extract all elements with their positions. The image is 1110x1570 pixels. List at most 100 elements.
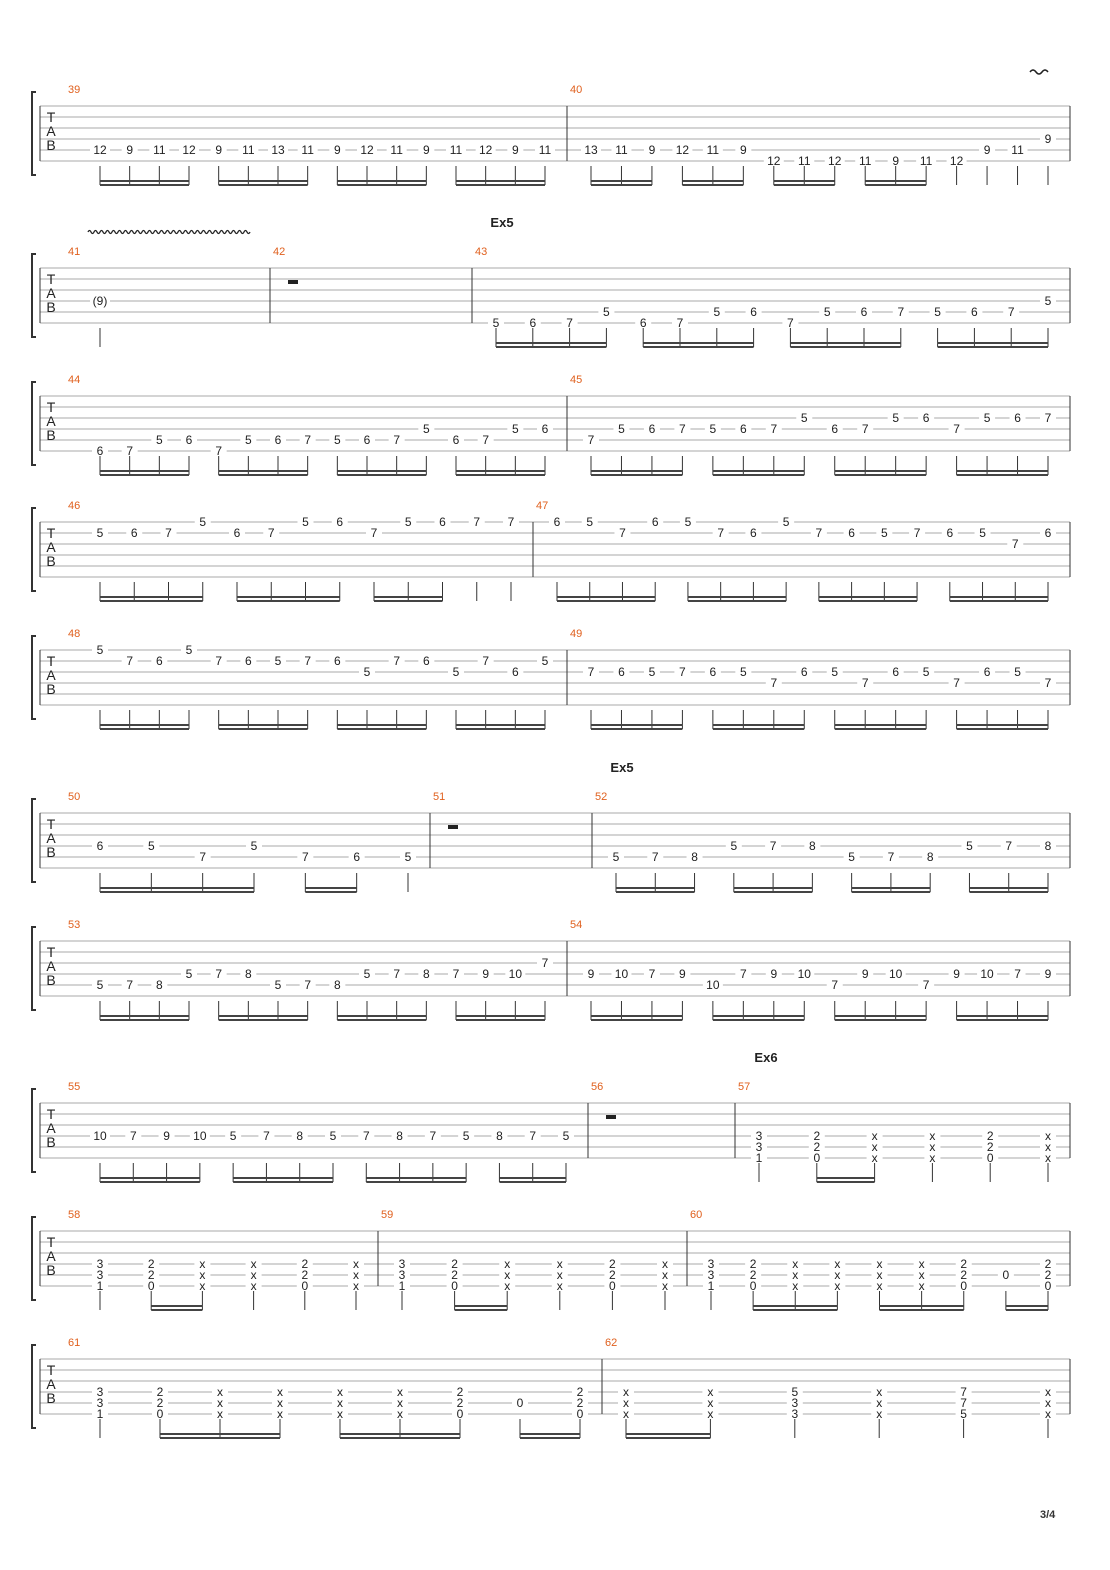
fret-bg bbox=[297, 144, 318, 155]
fret-bg bbox=[808, 1130, 825, 1141]
fret-bg bbox=[245, 1269, 262, 1280]
fret-bg bbox=[1040, 1408, 1056, 1419]
fret-number: x bbox=[877, 1279, 883, 1293]
fret-number: 6 bbox=[861, 305, 868, 319]
measure-number: 44 bbox=[68, 374, 80, 386]
fret-number: 2 bbox=[451, 1268, 458, 1282]
fret-number: 7 bbox=[923, 978, 930, 992]
fret-bg bbox=[392, 1397, 408, 1408]
fret-number: 10 bbox=[889, 967, 903, 981]
fret-number: 12 bbox=[676, 143, 690, 157]
fret-bg bbox=[1040, 1152, 1056, 1163]
tab-clef-letter: B bbox=[46, 1262, 55, 1278]
fret-number: 5 bbox=[685, 515, 692, 529]
fret-bg bbox=[299, 979, 316, 990]
fret-bg bbox=[909, 527, 926, 538]
fret-bg bbox=[1003, 306, 1020, 317]
fret-number: 7 bbox=[304, 978, 311, 992]
fret-bg bbox=[92, 445, 108, 456]
fret-bg bbox=[955, 1397, 972, 1408]
fret-bg bbox=[488, 317, 504, 328]
fret-number: x bbox=[251, 1257, 257, 1271]
section-marker: Ex5 bbox=[610, 760, 633, 775]
fret-bg bbox=[348, 1269, 364, 1280]
fret-number: 5 bbox=[613, 850, 620, 864]
fret-number: 7 bbox=[897, 305, 904, 319]
fret-number: x bbox=[353, 1257, 359, 1271]
tab-system: TAB61331220xxxxxxxxxxxx220022062xxxxxx53… bbox=[31, 1337, 1071, 1439]
tab-clef-letter: T bbox=[47, 816, 56, 832]
fret-bg bbox=[551, 1258, 568, 1269]
fret-bg bbox=[452, 1386, 468, 1397]
fret-number: 6 bbox=[710, 665, 717, 679]
fret-bg bbox=[826, 979, 843, 990]
fret-bg bbox=[672, 144, 693, 155]
fret-bg bbox=[871, 1258, 888, 1269]
fret-bg bbox=[745, 527, 762, 538]
fret-number: 9 bbox=[862, 967, 869, 981]
system-bracket bbox=[31, 1344, 36, 1429]
fret-bg bbox=[194, 1280, 211, 1291]
fret-number: 7 bbox=[126, 978, 133, 992]
fret-bg bbox=[524, 317, 541, 328]
fret-number: x bbox=[1045, 1385, 1051, 1399]
fret-bg bbox=[916, 155, 937, 166]
fret-number: 8 bbox=[927, 850, 934, 864]
fret-number: 5 bbox=[824, 305, 831, 319]
fret-number: 6 bbox=[971, 305, 978, 319]
fret-bg bbox=[121, 655, 138, 666]
fret-bg bbox=[966, 306, 983, 317]
fret-number: 11 bbox=[859, 154, 872, 168]
fret-number: x bbox=[1045, 1129, 1051, 1143]
fret-bg bbox=[388, 968, 405, 979]
measure-number: 48 bbox=[68, 628, 80, 640]
fret-bg bbox=[643, 666, 660, 677]
fret-number: 11 bbox=[920, 154, 933, 168]
fret-number: 6 bbox=[542, 422, 549, 436]
fret-bg bbox=[765, 423, 782, 434]
fret-bg bbox=[331, 516, 348, 527]
fret-number: 9 bbox=[770, 967, 777, 981]
fret-number: x bbox=[834, 1268, 840, 1282]
fret-bg bbox=[887, 412, 904, 423]
fret-number: 7 bbox=[1005, 839, 1012, 853]
fret-bg bbox=[961, 840, 978, 851]
fret-number: 6 bbox=[423, 654, 430, 668]
fret-number: 6 bbox=[334, 654, 341, 668]
fret-number: 5 bbox=[801, 411, 808, 425]
fret-bg bbox=[782, 317, 799, 328]
fret-bg bbox=[468, 516, 485, 527]
fret-bg bbox=[948, 677, 965, 688]
fret-number: (9) bbox=[93, 294, 108, 308]
fret-bg bbox=[272, 1408, 288, 1419]
fret-number: 6 bbox=[156, 654, 163, 668]
fret-number: 7 bbox=[371, 526, 378, 540]
fret-bg bbox=[819, 306, 836, 317]
fret-bg bbox=[796, 666, 813, 677]
fret-bg bbox=[611, 144, 632, 155]
fret-bg bbox=[446, 1258, 463, 1269]
fret-number: x bbox=[397, 1396, 403, 1410]
fret-bg bbox=[979, 144, 996, 155]
fret-bg bbox=[92, 840, 108, 851]
fret-bg bbox=[765, 968, 782, 979]
fret-bg bbox=[359, 666, 375, 677]
fret-number: 5 bbox=[563, 1129, 570, 1143]
tab-clef-letter: T bbox=[47, 1106, 56, 1122]
fret-number: 6 bbox=[984, 665, 991, 679]
fret-number: x bbox=[277, 1385, 283, 1399]
system-bracket bbox=[31, 381, 36, 466]
fret-bg bbox=[332, 1408, 348, 1419]
fret-number: 6 bbox=[831, 422, 838, 436]
fret-number: x bbox=[876, 1385, 882, 1399]
fret-bg bbox=[647, 516, 664, 527]
fret-number: x bbox=[397, 1385, 403, 1399]
fret-bg bbox=[194, 1269, 211, 1280]
fret-bg bbox=[394, 1280, 410, 1291]
fret-number: 5 bbox=[334, 433, 341, 447]
fret-number: 9 bbox=[649, 143, 656, 157]
fret-bg bbox=[725, 840, 742, 851]
tab-clef-letter: A bbox=[46, 539, 56, 555]
section-marker: Ex6 bbox=[754, 1050, 777, 1065]
fret-bg bbox=[537, 423, 553, 434]
